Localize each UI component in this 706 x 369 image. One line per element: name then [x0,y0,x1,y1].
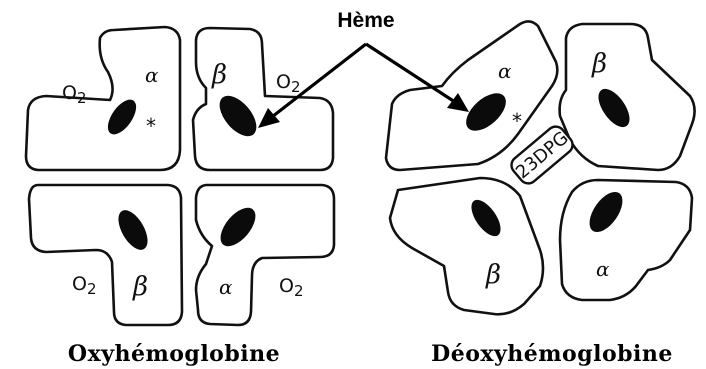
deoxy-star-label: * [512,109,522,133]
deoxy-beta-bottom-left [390,178,543,314]
oxy-o2-label-bottom-left: O2 [72,273,97,298]
oxy-beta-label-bottom: β [132,272,148,302]
deoxy-beta-top-right [560,24,695,170]
deoxy-title: Déoxyhémoglobine [431,341,673,367]
oxy-tetramer: α β β α O2 O2 O2 O2 * [26,27,334,325]
oxy-star-label: * [146,114,156,138]
heme-label: Hème [337,9,394,32]
deoxy-beta-label-top: β [591,49,607,79]
oxy-o2-label-top-left: O2 [62,82,87,107]
oxy-beta-top-right [193,28,333,170]
oxy-beta-label-top: β [211,60,227,90]
oxy-alpha-bottom-right [196,185,334,325]
oxy-title: Oxyhémoglobine [68,341,280,367]
deoxy-tetramer: 23DPG α β β α * [386,21,695,314]
oxy-beta-bottom-left [29,185,182,325]
oxy-o2-label-bottom-right: O2 [279,275,304,300]
deoxy-alpha-bottom-right [560,180,692,300]
deoxy-alpha-label-bottom: α [596,257,610,281]
deoxy-beta-label-bottom: β [485,260,501,290]
oxy-alpha-label-bottom: α [219,275,233,299]
oxy-o2-label-top-right: O2 [276,71,301,96]
oxy-alpha-top-left [26,27,180,170]
deoxy-alpha-label-top: α [498,59,512,83]
oxy-alpha-label-top: α [145,63,159,87]
